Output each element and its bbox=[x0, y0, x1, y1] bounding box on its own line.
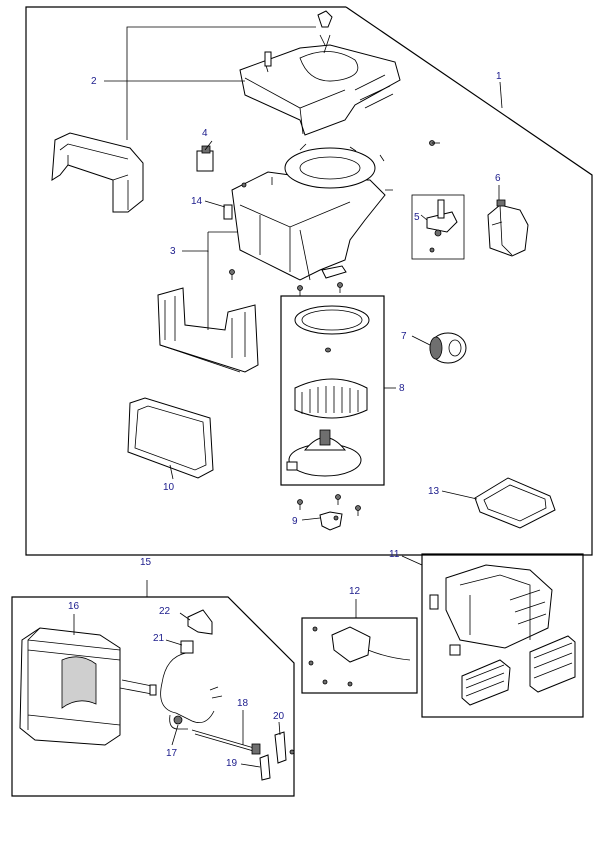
callout-5: 5 bbox=[414, 212, 420, 223]
seal-part-13 bbox=[474, 477, 556, 529]
callout-21: 21 bbox=[153, 633, 165, 644]
resistor-part-12 bbox=[308, 626, 411, 687]
blower-housing-part bbox=[223, 143, 393, 281]
callout-19: 19 bbox=[226, 758, 238, 769]
leader-lines bbox=[73, 26, 503, 768]
callout-11: 11 bbox=[389, 549, 400, 560]
case-subassembly-part bbox=[429, 564, 576, 706]
clip-part-9 bbox=[319, 511, 343, 531]
callout-16: 16 bbox=[68, 601, 80, 612]
callout-12: 12 bbox=[349, 586, 361, 597]
duct-cover-part bbox=[51, 132, 144, 213]
callout-10: 10 bbox=[163, 482, 175, 493]
resistor-group-box bbox=[301, 617, 418, 694]
upper-case-part bbox=[239, 10, 401, 136]
callout-14: 14 bbox=[191, 196, 203, 207]
callout-17: 17 bbox=[166, 748, 178, 759]
evaporator-core-part bbox=[19, 627, 157, 746]
callout-9: 9 bbox=[292, 516, 298, 527]
screw-group bbox=[229, 140, 435, 516]
filter-gasket-part bbox=[127, 397, 214, 479]
callout-22: 22 bbox=[159, 606, 171, 617]
callout-13: 13 bbox=[428, 486, 440, 497]
servo-box bbox=[411, 194, 465, 260]
callout-8: 8 bbox=[399, 383, 405, 394]
callout-18: 18 bbox=[237, 698, 249, 709]
main-assembly-outline bbox=[25, 6, 593, 556]
servo-part-5 bbox=[426, 199, 458, 253]
connector-part-4 bbox=[196, 145, 214, 172]
case-subassembly-box bbox=[421, 553, 584, 718]
blower-motor-group bbox=[286, 305, 370, 477]
callout-2: 2 bbox=[91, 76, 97, 87]
actuator-part-6 bbox=[487, 199, 529, 257]
motor-part-7 bbox=[429, 332, 467, 364]
callout-7: 7 bbox=[401, 331, 407, 342]
callout-6: 6 bbox=[495, 173, 501, 184]
callout-labels: 1 2 3 4 5 6 7 8 9 10 11 12 13 14 15 16 1… bbox=[68, 71, 502, 769]
callout-1: 1 bbox=[496, 71, 502, 82]
blower-group-box bbox=[280, 295, 385, 486]
callout-4: 4 bbox=[202, 128, 208, 139]
evaporator-assembly-outline bbox=[11, 596, 295, 797]
callout-3: 3 bbox=[170, 246, 176, 257]
sensor-and-pipe-parts bbox=[160, 609, 295, 781]
callout-20: 20 bbox=[273, 711, 285, 722]
callout-15: 15 bbox=[140, 557, 152, 568]
